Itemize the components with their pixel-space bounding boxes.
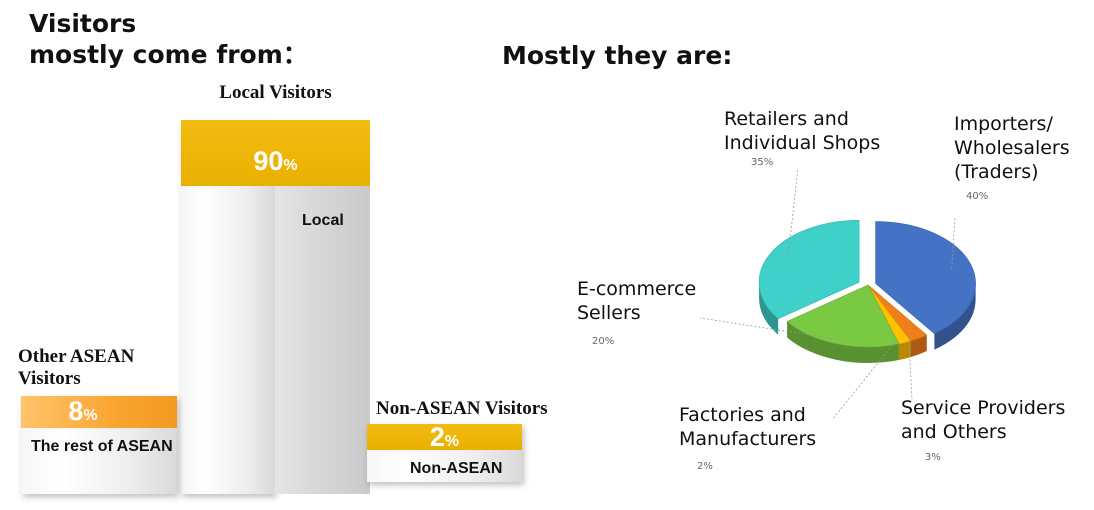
pie-label-importers-line3: (Traders) (954, 161, 1039, 183)
pie-label-factories-line2: Manufacturers (679, 428, 817, 450)
bar-local-side (275, 186, 370, 494)
right-heading: Mostly they are: (502, 41, 733, 70)
pie-leader-lines (699, 167, 956, 421)
pie-value-retailers: 35% (751, 157, 774, 168)
pie-slice-retailers (758, 219, 860, 320)
pie-label-service-line1: Service Providers (901, 397, 1066, 419)
pie-label-ecommerce-line2: Sellers (577, 302, 641, 324)
pie-slice-service-side (910, 335, 927, 358)
bar-non-asean-value: 2% (429, 422, 460, 452)
pie-label-importers: Importers/ Wholesalers (Traders) (954, 112, 1070, 184)
pie-slice-ecommerce (786, 284, 900, 348)
pie-value-factories: 2% (697, 461, 713, 472)
pie-label-retailers-line2: Individual Shops (724, 132, 881, 154)
pie-slices (758, 219, 976, 363)
pie-label-importers-line2: Wholesalers (954, 137, 1070, 159)
pie-leader-factories (831, 338, 898, 421)
pie-leader-service (908, 335, 913, 401)
pie-label-retailers-line1: Retailers and (724, 108, 849, 130)
pie-label-retailers: Retailers and Individual Shops (724, 107, 880, 155)
pie-label-factories: Factories and Manufacturers (679, 403, 816, 451)
pie-leader-importers (951, 217, 956, 269)
bar-non-asean-category: Non-ASEAN Visitors (376, 398, 548, 419)
pie-slice-importers-side (934, 283, 976, 350)
bar-local-cap (181, 120, 370, 186)
bar-other-asean-category: Other ASEAN Visitors (18, 346, 135, 389)
bar-other-asean-inner-label: The rest of ASEAN (31, 438, 173, 455)
bar-other-asean-value: 8% (68, 396, 98, 426)
visitor-origin-chart: 90% Local Visitors Local 8% Other ASEAN … (18, 82, 548, 494)
pie-slice-importers (875, 221, 976, 335)
pie-label-service: Service Providers and Others (901, 396, 1065, 444)
bar-non-asean-cap (367, 424, 522, 450)
bar-local-category: Local Visitors (219, 82, 332, 103)
bar-non-asean-inner-label: Non-ASEAN (410, 460, 503, 477)
bar-local-inner-label: Local (302, 212, 344, 229)
pie-label-ecommerce: E-commerce Sellers (577, 277, 696, 325)
pie-label-factories-line1: Factories and (679, 404, 806, 426)
pie-value-ecommerce: 20% (592, 336, 615, 347)
left-heading: Visitors mostly come from： (29, 8, 308, 70)
pie-leader-ecommerce (699, 317, 844, 341)
pie-value-importers: 40% (966, 191, 989, 202)
pie-slice-ecommerce-side (787, 321, 899, 363)
pie-leader-retailers (787, 167, 799, 260)
pie-slice-retailers-side (759, 282, 779, 335)
pie-label-ecommerce-line1: E-commerce (577, 278, 697, 300)
pie-value-service: 3% (925, 452, 941, 463)
left-heading-line2: mostly come from： (29, 40, 308, 69)
pie-label-importers-line1: Importers/ (954, 113, 1053, 135)
pie-slice-factories-side (898, 341, 911, 360)
pie-label-service-line2: and Others (901, 421, 1007, 443)
bar-other-asean-cap (21, 396, 177, 428)
left-heading-line1: Visitors (29, 9, 137, 38)
bar-local-value: 90% (253, 146, 298, 176)
